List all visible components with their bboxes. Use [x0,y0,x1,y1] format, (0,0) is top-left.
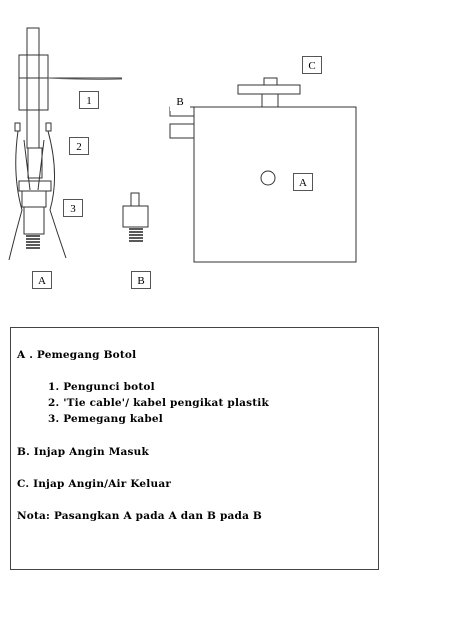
bottle-holder-drawing [8,27,123,261]
legend-heading: A . Pemegang Botol [17,349,137,361]
label-box-c: C [302,56,322,74]
legend-box: A . Pemegang Botol 1. Pengunci botol 2. … [10,327,379,570]
label-box-b: B [170,93,190,111]
legend-item-1: 1. Pengunci botol [48,381,155,393]
legend-inlet: B. Injap Angin Masuk [17,446,149,458]
legend-item-2: 2. 'Tie cable'/ kabel pengikat plastik [48,397,269,409]
assembly-diagram [8,27,357,263]
label-holder-a: A [32,271,52,289]
legend-outlet: C. Injap Angin/Air Keluar [17,478,172,490]
inlet-valve-drawing [122,192,149,242]
label-box-a: A [293,173,313,191]
legend-item-3: 3. Pemegang kabel [48,413,163,425]
legend-note: Nota: Pasangkan A pada A dan B pada B [17,510,262,522]
main-container-drawing [169,77,357,263]
label-part-3: 3 [63,199,83,217]
label-part-2: 2 [69,137,89,155]
label-part-1: 1 [79,91,99,109]
label-valve-b: B [131,271,151,289]
